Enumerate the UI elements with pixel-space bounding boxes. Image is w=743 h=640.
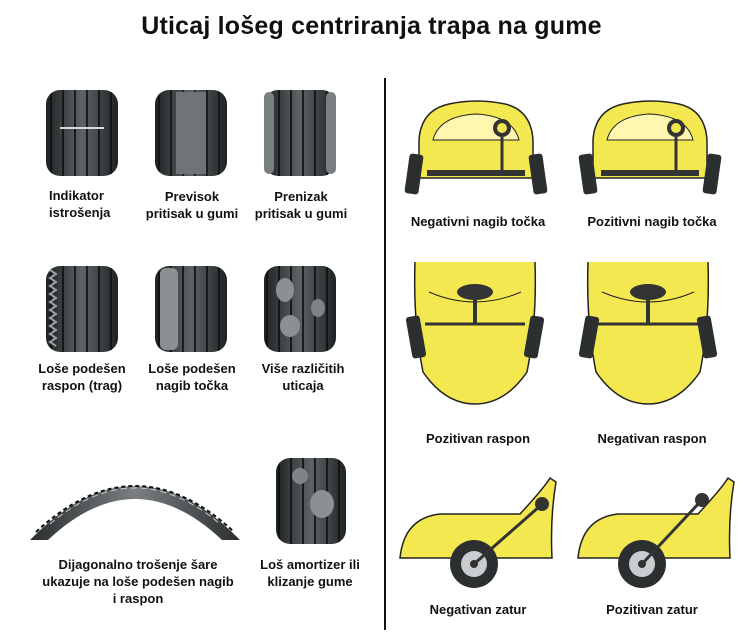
caption-negative-toe: Negativan raspon bbox=[597, 431, 707, 446]
caption-positive-toe: Pozitivan raspon bbox=[425, 431, 531, 446]
car-toe-out bbox=[578, 261, 718, 405]
car-negative-camber bbox=[404, 99, 548, 195]
car-positive-caster bbox=[577, 476, 735, 588]
tire-overinflated bbox=[155, 90, 227, 176]
tire-camber-wear bbox=[155, 266, 227, 352]
caption-negative-caster: Negativan zatur bbox=[429, 602, 527, 617]
center-divider bbox=[384, 78, 386, 630]
caption-positive-caster: Pozitivan zatur bbox=[606, 602, 698, 617]
car-toe-in bbox=[405, 261, 545, 405]
car-positive-camber bbox=[578, 99, 722, 195]
tire-shock-wear bbox=[276, 458, 346, 544]
tire-toe-wear bbox=[46, 266, 118, 352]
car-negative-caster bbox=[399, 476, 557, 588]
caption-negative-camber: Negativni nagib točka bbox=[410, 214, 546, 229]
tire-underinflated bbox=[264, 90, 336, 176]
tire-diagonal-wear bbox=[30, 485, 240, 540]
tire-wear-indicator bbox=[46, 90, 118, 176]
caption-positive-camber: Pozitivni nagib točka bbox=[587, 214, 717, 229]
tire-multiple-effects bbox=[264, 266, 336, 352]
page-title: Uticaj lošeg centriranja trapa na gume bbox=[141, 12, 602, 40]
